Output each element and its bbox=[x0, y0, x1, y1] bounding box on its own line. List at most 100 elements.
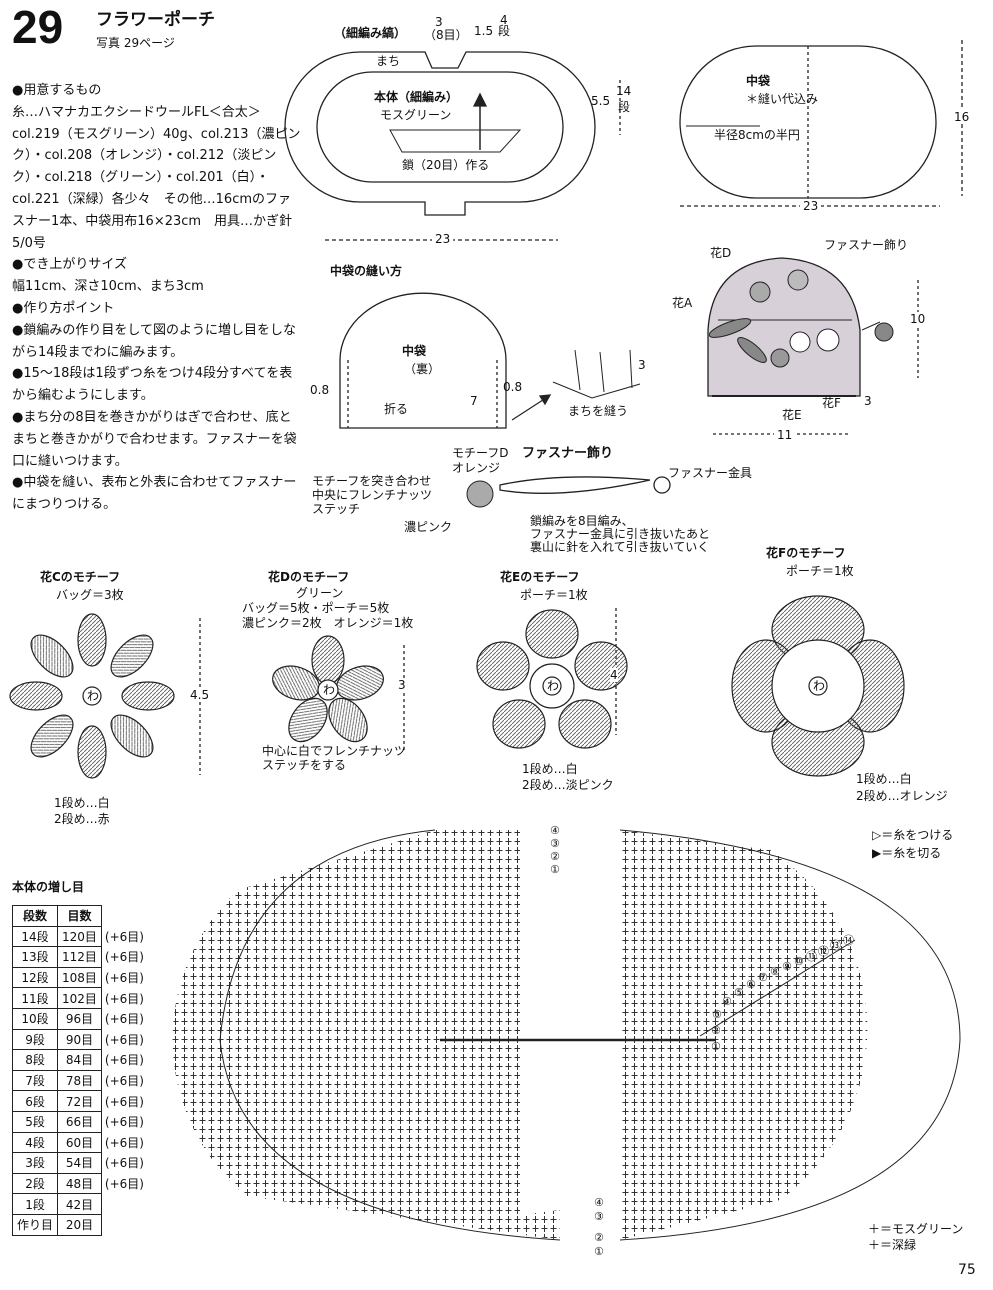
side-rows: 14 bbox=[616, 84, 632, 98]
inner-bag-title: 中袋 bbox=[746, 74, 771, 88]
table-row: 4段 bbox=[11, 1131, 59, 1154]
finished-flower-e: 花E bbox=[782, 408, 802, 422]
chart-row-9: ⑨ bbox=[782, 960, 792, 973]
point-4: ●中袋を縫い、表布と外表に合わせてファスナーにまつりつける。 bbox=[12, 475, 297, 513]
flower-d-note2: ステッチをする bbox=[262, 758, 347, 772]
flower-c-qty: バッグ＝3枚 bbox=[56, 588, 124, 602]
table-row: 作り目 bbox=[11, 1213, 59, 1236]
body-inner bbox=[316, 71, 564, 183]
sewing-margin-left: 0.8 bbox=[310, 383, 330, 397]
table-row: 7段 bbox=[11, 1069, 59, 1092]
top-rows-unit: 段 bbox=[498, 24, 511, 38]
table-cell bbox=[101, 1194, 148, 1215]
flower-d-title: 花Dのモチーフ bbox=[268, 570, 350, 584]
zipper-chain-2: ファスナー金具に引き抜いたあと bbox=[530, 527, 711, 541]
chart-top-row-4: ④ bbox=[550, 824, 560, 837]
sewing-margin-right: 0.8 bbox=[503, 380, 523, 394]
increase-table-title: 本体の増し目 bbox=[12, 880, 85, 894]
chart-row-14: ⑭ bbox=[843, 934, 854, 947]
table-cell: (+6目) bbox=[104, 1074, 144, 1089]
table-cell: 108目 bbox=[57, 966, 102, 989]
flower-d-center: わ bbox=[323, 683, 336, 697]
flower-c-round1: 1段め…白 bbox=[54, 796, 110, 810]
table-row: 10段 bbox=[11, 1007, 59, 1030]
table-row: 13段 bbox=[11, 946, 59, 968]
inner-bag-outline bbox=[679, 45, 937, 199]
table-cell: (+6目) bbox=[104, 1012, 144, 1027]
flower-d-color: グリーン bbox=[296, 586, 344, 600]
chart-row-2: ② bbox=[711, 1024, 721, 1037]
flower-f-title: 花Fのモチーフ bbox=[766, 546, 846, 560]
flower-e-round1: 1段め…白 bbox=[522, 762, 578, 776]
finished-zipper-deco: ファスナー飾り bbox=[824, 238, 909, 252]
chart-top-row-1: ① bbox=[550, 863, 560, 876]
table-cell: (+6目) bbox=[104, 1115, 144, 1130]
table-cell: 20目 bbox=[57, 1213, 102, 1236]
table-row: 9段 bbox=[11, 1028, 59, 1051]
zipper-hardware: ファスナー金具 bbox=[668, 466, 753, 480]
sewing-gusset: まちを縫う bbox=[568, 404, 629, 418]
table-cell: (+6目) bbox=[104, 929, 144, 944]
chart-row-5: ⑤ bbox=[734, 986, 744, 999]
inner-bag-width: 23 bbox=[800, 199, 822, 214]
chart-row-12: ⑫ bbox=[818, 945, 829, 958]
sewing-title: 中袋の縫い方 bbox=[330, 264, 403, 278]
size-heading: ●でき上がりサイズ bbox=[12, 257, 127, 273]
body-color-label: モスグリーン bbox=[380, 108, 452, 122]
body-width: 23 bbox=[432, 232, 454, 247]
chart-row-10: ⑩ bbox=[794, 955, 804, 968]
table-row: 6段 bbox=[11, 1090, 59, 1112]
flower-f-motif bbox=[731, 595, 905, 777]
flower-c-center: わ bbox=[87, 689, 100, 703]
table-header-stitches: 目数 bbox=[57, 905, 102, 927]
chart-bottom-row-1: ① bbox=[594, 1245, 604, 1258]
table-cell: (+6目) bbox=[104, 971, 144, 986]
flower-e-title: 花Eのモチーフ bbox=[500, 570, 580, 584]
chart-top-row-3: ③ bbox=[550, 837, 560, 850]
legend-attach-yarn: ▷＝糸をつける bbox=[872, 828, 954, 842]
chart-row-1: ① bbox=[711, 1040, 721, 1053]
table-cell: (+6目) bbox=[104, 1135, 144, 1150]
flower-c-round2: 2段め…赤 bbox=[54, 812, 110, 826]
top-rows: 4 bbox=[500, 13, 508, 27]
table-cell: (+6目) bbox=[104, 1177, 144, 1192]
table-cell: (+6目) bbox=[104, 1156, 144, 1171]
zipper-motif-label: モチーフD bbox=[452, 446, 509, 460]
flower-c-motif bbox=[9, 613, 175, 779]
table-cell: (+6目) bbox=[104, 991, 144, 1006]
chart-row-7: ⑦ bbox=[758, 971, 768, 984]
materials-yarn: 糸…ハマナカエクシードウールFL＜合太＞col.219（モスグリーン）40g、c… bbox=[12, 104, 301, 251]
chain-label: 鎖（20目）作る bbox=[402, 158, 490, 172]
flower-e-motif bbox=[476, 609, 628, 749]
chart-row-8: ⑧ bbox=[770, 965, 780, 978]
zipper-orange: オレンジ bbox=[452, 461, 501, 475]
pattern-number: 29 bbox=[12, 1, 64, 53]
legend-deep-green: ＋＝深緑 bbox=[868, 1238, 917, 1252]
inner-bag-sewing bbox=[339, 292, 507, 429]
top-height: 1.5 bbox=[474, 24, 494, 38]
flower-d-motif bbox=[272, 635, 384, 743]
table-cell: 48目 bbox=[57, 1172, 102, 1195]
points-heading: ●作り方ポイント bbox=[12, 300, 115, 316]
chart-bottom-row-3: ③ bbox=[594, 1210, 604, 1223]
chart-row-6: ⑥ bbox=[746, 978, 756, 991]
gusset-stitches: （8目） bbox=[424, 28, 468, 42]
sewing-fold: 折る bbox=[384, 402, 409, 416]
table-cell: 102目 bbox=[57, 987, 102, 1009]
side-rows-unit: 段 bbox=[618, 100, 631, 114]
table-row: 11段 bbox=[11, 987, 59, 1009]
table-cell: 84目 bbox=[57, 1049, 102, 1071]
table-cell: 96目 bbox=[57, 1007, 102, 1030]
gusset-width: 3 bbox=[435, 15, 443, 29]
body-main-label: 本体（細編み） bbox=[374, 90, 459, 104]
gusset-label: まち bbox=[376, 54, 401, 68]
flower-f-round1: 1段め…白 bbox=[856, 772, 912, 786]
inner-bag-note: ＊縫い代込み bbox=[746, 92, 819, 106]
flower-d-note1: 中心に白でフレンチナッツ bbox=[262, 744, 407, 758]
side-height: 5.5 bbox=[591, 94, 611, 108]
table-cell: (+6目) bbox=[104, 1032, 144, 1047]
flower-e-size: 4 bbox=[610, 668, 618, 683]
table-cell: 66目 bbox=[57, 1110, 102, 1133]
table-cell: 72目 bbox=[57, 1090, 102, 1112]
